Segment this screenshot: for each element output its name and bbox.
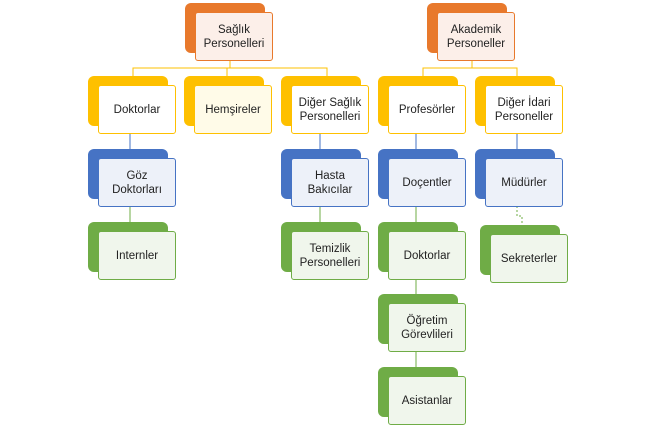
node-doktorlar[interactable]: Doktorlar <box>88 76 178 136</box>
node-label: Diğer İdari Personeller <box>485 85 563 134</box>
node-asistanlar[interactable]: Asistanlar <box>378 367 468 427</box>
node-profesorler[interactable]: Profesörler <box>378 76 468 136</box>
node-label: Sağlık Personelleri <box>195 12 273 61</box>
node-diger-saglik-personelleri[interactable]: Diğer Sağlık Personelleri <box>281 76 371 136</box>
node-sekreterler[interactable]: Sekreterler <box>480 225 570 285</box>
node-label: Doktorlar <box>388 231 466 280</box>
node-label: Öğretim Görevlileri <box>388 303 466 352</box>
connector-akademik-to-idari <box>472 67 518 76</box>
node-label: Doçentler <box>388 158 466 207</box>
node-mudurler[interactable]: Müdürler <box>475 149 565 209</box>
connector-akademik-to-profesorler <box>422 56 473 76</box>
node-ogretim-gorevlileri[interactable]: Öğretim Görevlileri <box>378 294 468 354</box>
node-label: Akademik Personeller <box>437 12 515 61</box>
node-internler[interactable]: Internler <box>88 222 178 282</box>
node-temizlik-personelleri[interactable]: Temizlik Personelleri <box>281 222 371 282</box>
node-label: Temizlik Personelleri <box>291 231 369 280</box>
connector-mudurler-to-sekreterler <box>516 206 523 228</box>
connector-sagliik-to-doktorlar <box>132 56 231 76</box>
node-goz-doktorlari[interactable]: Göz Doktorları <box>88 149 178 209</box>
node-diger-idari-personeller[interactable]: Diğer İdari Personeller <box>475 76 565 136</box>
node-label: Müdürler <box>485 158 563 207</box>
node-label: Diğer Sağlık Personelleri <box>291 85 369 134</box>
node-saglik-personelleri[interactable]: Sağlık Personelleri <box>185 3 275 63</box>
connector-sagliik-to-diger <box>230 67 328 76</box>
node-docentler[interactable]: Doçentler <box>378 149 468 209</box>
node-label: Profesörler <box>388 85 466 134</box>
node-akademik-personeller[interactable]: Akademik Personeller <box>427 3 517 63</box>
node-label: Sekreterler <box>490 234 568 283</box>
node-label: Hemşireler <box>194 85 272 134</box>
node-hasta-bakicilar[interactable]: Hasta Bakıcılar <box>281 149 371 209</box>
node-label: Doktorlar <box>98 85 176 134</box>
node-hemsireler[interactable]: Hemşireler <box>184 76 274 136</box>
node-label: Asistanlar <box>388 376 466 425</box>
connector-sagliik-to-hemsireler <box>226 67 230 76</box>
node-label: Göz Doktorları <box>98 158 176 207</box>
node-doktorlar-akademik[interactable]: Doktorlar <box>378 222 468 282</box>
node-label: Hasta Bakıcılar <box>291 158 369 207</box>
node-label: Internler <box>98 231 176 280</box>
